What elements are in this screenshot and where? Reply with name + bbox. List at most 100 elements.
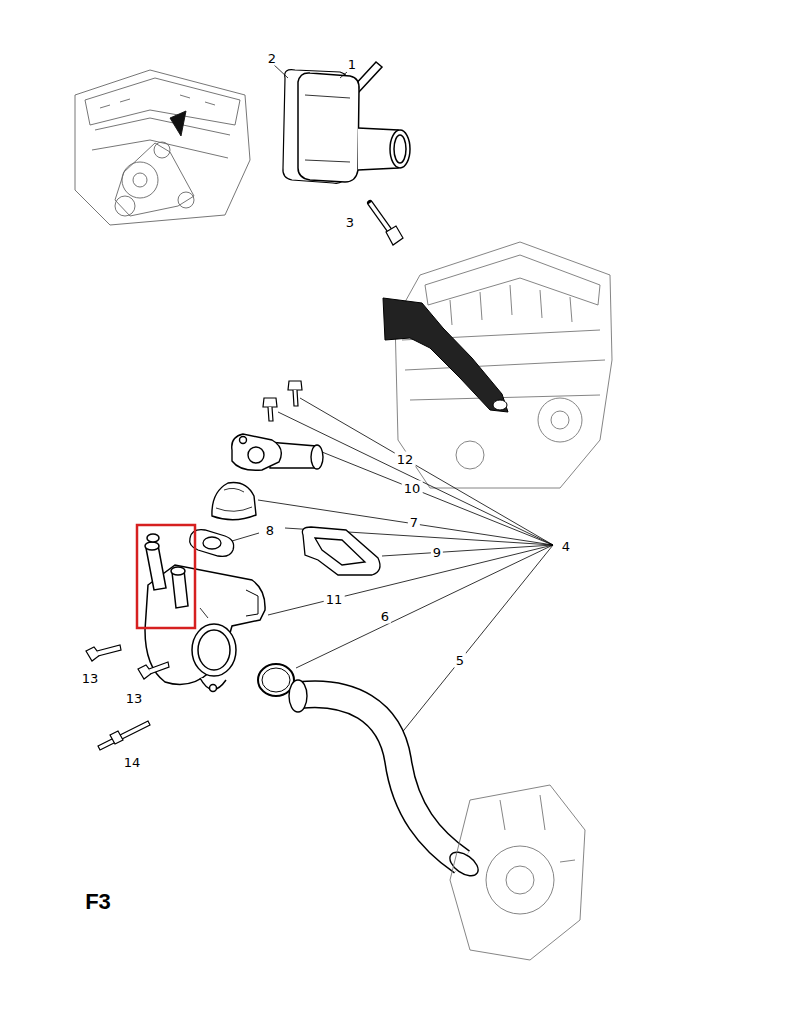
engine-sketch — [450, 285, 572, 325]
water-pump-sketch — [450, 785, 585, 960]
callout-number: 1 — [346, 57, 358, 72]
thermostat-cover — [240, 437, 247, 444]
figure-label: F3 — [83, 890, 113, 914]
engine-sketch — [538, 398, 582, 442]
engine-sketch — [115, 196, 135, 216]
thermostat-housing — [192, 624, 236, 676]
coolant-hose — [300, 694, 462, 862]
coolant-pipe — [493, 400, 507, 410]
thermostat — [224, 488, 244, 492]
callout-number: 14 — [122, 755, 143, 770]
gasket — [302, 527, 380, 575]
engine-sketch — [122, 162, 158, 198]
engine-sketch — [92, 118, 230, 158]
bolt — [288, 381, 302, 390]
thermostat-housing — [246, 590, 258, 616]
engine-sketch — [75, 70, 250, 225]
leader-line — [340, 72, 347, 78]
o-ring — [258, 664, 294, 696]
leader-line — [258, 500, 553, 545]
water-pump-sketch — [450, 785, 585, 960]
callout-number: 10 — [402, 481, 423, 496]
thermostat-housing — [210, 685, 217, 692]
callout-number: 9 — [431, 545, 443, 560]
engine-sketch — [75, 70, 250, 225]
water-pump-sketch — [500, 795, 575, 862]
bolt — [149, 662, 169, 674]
thermostat-housing — [145, 542, 159, 550]
water-pump-sketch — [486, 846, 554, 914]
engine-sketch — [178, 192, 194, 208]
leader-line — [278, 412, 553, 545]
engine-sketch — [85, 78, 240, 125]
gasket — [190, 530, 234, 557]
callout-number: 13 — [80, 671, 101, 686]
engine-sketch — [115, 143, 194, 216]
engine-sketch — [395, 242, 612, 488]
coolant-pipe — [383, 298, 508, 412]
thermostat-housing — [172, 570, 188, 608]
leader-line — [322, 452, 553, 545]
thermostat-cover — [232, 434, 282, 470]
callout-number: 13 — [124, 691, 145, 706]
o-ring — [262, 668, 290, 692]
oil-cooler-housing — [298, 73, 359, 182]
coolant-hose — [289, 680, 307, 712]
oil-cooler-housing — [394, 135, 406, 163]
leader-line — [232, 63, 553, 735]
leader-line — [400, 545, 553, 735]
thermostat-housing — [146, 545, 166, 590]
bolt — [98, 721, 150, 750]
thermostat — [212, 483, 256, 520]
callout-number: 8 — [264, 523, 276, 538]
thermostat-housing — [171, 567, 185, 575]
oil-cooler-housing — [390, 130, 410, 168]
bolt — [263, 398, 277, 407]
coolant-hose — [300, 694, 462, 862]
leader-line — [300, 398, 553, 545]
callout-number: 6 — [379, 609, 391, 624]
o-ring — [258, 664, 294, 696]
oil-cooler-housing — [305, 95, 350, 162]
callout-number: 5 — [454, 653, 466, 668]
callout-number: 2 — [266, 51, 278, 66]
bolt — [97, 645, 121, 656]
thermostat-housing — [200, 608, 208, 618]
bolt — [110, 731, 123, 744]
engine-sketch — [154, 142, 170, 158]
bolt — [370, 203, 403, 245]
gasket — [190, 530, 234, 557]
water-pump-sketch — [506, 866, 534, 894]
coolant-pipe — [383, 298, 508, 412]
callout-number: 11 — [324, 592, 345, 607]
bolt — [386, 226, 403, 245]
bolt — [86, 645, 169, 750]
thermostat — [212, 483, 256, 520]
callout-number: 12 — [395, 452, 416, 467]
bolt — [370, 203, 390, 231]
engine-sketch — [170, 111, 186, 136]
gasket — [302, 527, 380, 575]
engine-sketch — [456, 441, 484, 469]
leader-line — [232, 533, 259, 541]
highlight-box — [137, 525, 195, 628]
leader-line — [382, 545, 553, 556]
thermostat-cover — [248, 447, 264, 463]
callout-number: 3 — [344, 215, 356, 230]
gasket — [315, 538, 365, 565]
thermostat-cover — [232, 434, 323, 470]
gasket — [203, 537, 221, 549]
coolant-hose — [289, 680, 482, 881]
thermostat-housing — [147, 534, 159, 542]
bolt — [263, 381, 302, 421]
bolt — [268, 407, 273, 421]
engine-sketch — [551, 411, 569, 429]
bolt — [370, 203, 390, 231]
bolt — [293, 390, 298, 406]
callout-number: 4 — [560, 539, 572, 554]
callout-number: 7 — [408, 515, 420, 530]
thermostat-cover — [311, 445, 323, 469]
engine-sketch — [133, 173, 147, 187]
